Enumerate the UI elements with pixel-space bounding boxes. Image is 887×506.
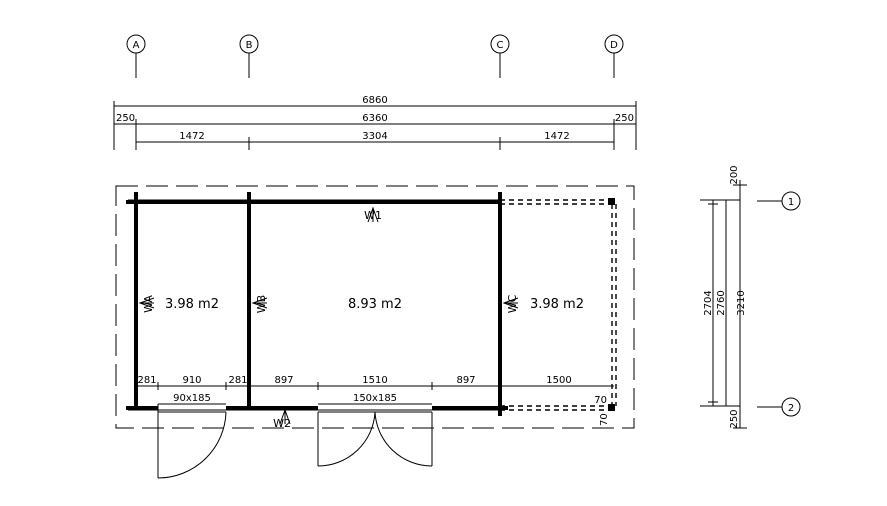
front-dim-3: 281 xyxy=(228,375,247,386)
dimension-inner-label: 6360 xyxy=(362,113,387,124)
front-dim-6: 897 xyxy=(456,375,475,386)
wall-w2-label: W2 xyxy=(273,417,291,430)
post-dim-horizontal: 70 xyxy=(594,395,607,406)
roof-outline xyxy=(115,185,635,429)
axis-label-a: A xyxy=(133,40,140,51)
dimension-inner: 6360 250 250 xyxy=(114,113,636,150)
front-dim-7: 1500 xyxy=(546,375,571,386)
wall-wa-label: WA xyxy=(142,295,155,313)
side-dim-top: 200 xyxy=(729,165,740,184)
door-single: 90x185 xyxy=(157,393,227,479)
wall-label-wa: WA xyxy=(138,295,155,313)
axis-label-c: C xyxy=(497,40,504,51)
axis-label-d: D xyxy=(610,40,618,51)
front-dim-1: 281 xyxy=(137,375,156,386)
dimension-bay-1: 1472 xyxy=(179,131,204,142)
axis-label-2: 2 xyxy=(788,403,794,414)
room-area-c: 3.98 m2 xyxy=(530,297,584,312)
terrace-post-top xyxy=(608,198,615,205)
wall-label-w1: W1 xyxy=(364,206,382,223)
door-single-label: 90x185 xyxy=(173,393,211,404)
wall-label-w2: W2 xyxy=(273,408,291,430)
wall-wc-label: WC xyxy=(506,294,519,313)
terrace-outline xyxy=(500,198,617,411)
dimension-bays: 1472 3304 1472 xyxy=(136,131,614,150)
front-dim-4: 897 xyxy=(274,375,293,386)
side-dimensions: 200 2704 2760 3210 250 xyxy=(700,165,747,429)
axis-marker-b: B xyxy=(239,34,259,78)
wall-wb-label: WB xyxy=(255,295,268,313)
wall-w1-label: W1 xyxy=(364,209,382,222)
axis-marker-d: D xyxy=(604,34,624,78)
walls xyxy=(126,192,508,416)
axis-marker-1: 1 xyxy=(757,191,801,211)
dimension-front: 281 910 281 897 1510 897 1500 xyxy=(136,375,614,390)
axis-marker-c: C xyxy=(490,34,510,78)
front-dim-2: 910 xyxy=(182,375,201,386)
dimension-overhang-left: 250 xyxy=(116,113,135,124)
front-dim-5: 1510 xyxy=(362,375,387,386)
side-dim-bottom: 250 xyxy=(729,409,740,428)
axis-marker-a: A xyxy=(126,34,146,78)
door-double: 150x185 xyxy=(317,393,433,467)
dimension-overall: 6860 xyxy=(113,95,637,150)
axis-marker-2: 2 xyxy=(757,397,801,417)
axis-label-b: B xyxy=(246,40,253,51)
door-double-label: 150x185 xyxy=(353,393,397,404)
side-dim-total: 3210 xyxy=(736,290,747,315)
side-dim-mid: 2760 xyxy=(716,290,727,315)
room-area-a: 3.98 m2 xyxy=(165,297,219,312)
wall-label-wb: WB xyxy=(251,295,268,313)
axis-label-1: 1 xyxy=(788,197,794,208)
dimension-overhang-right: 250 xyxy=(615,113,634,124)
dimension-bay-3: 1472 xyxy=(544,131,569,142)
side-dim-inner: 2704 xyxy=(703,290,714,315)
dimension-bay-2: 3304 xyxy=(362,131,387,142)
room-area-b: 8.93 m2 xyxy=(348,297,402,312)
dimension-overall-label: 6860 xyxy=(362,95,387,106)
post-dim-vertical: 70 xyxy=(599,413,610,426)
wall-label-wc: WC xyxy=(502,294,519,313)
terrace-post-bottom xyxy=(608,404,615,411)
